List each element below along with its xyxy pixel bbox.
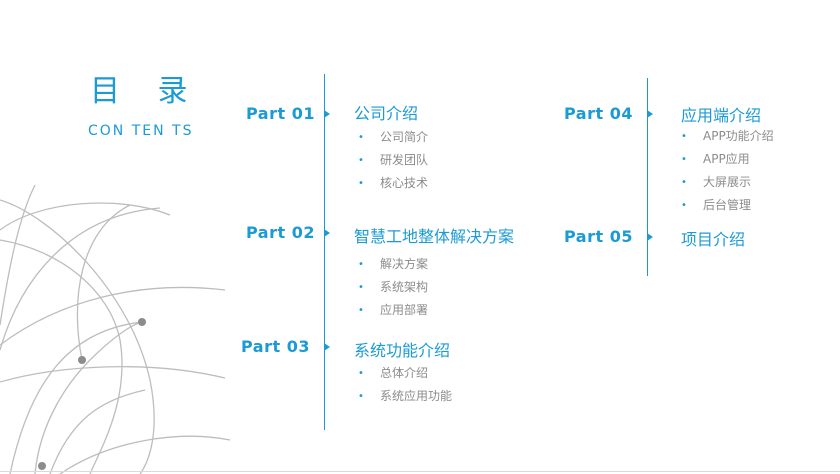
list-item: •研发团队 xyxy=(358,149,428,172)
decor-curve xyxy=(0,199,155,474)
list-item: •系统应用功能 xyxy=(358,385,452,408)
section-items-03: •总体介绍 •系统应用功能 xyxy=(358,362,452,408)
section-title-01[interactable]: 公司介绍 xyxy=(354,104,419,123)
bullet-icon: • xyxy=(358,282,364,293)
list-item: •APP功能介绍 xyxy=(681,125,774,148)
page-title: 目 录 xyxy=(90,74,202,109)
decor-curve xyxy=(49,389,146,474)
list-item: •解决方案 xyxy=(358,253,428,276)
bullet-icon: • xyxy=(681,177,687,188)
arrow-icon xyxy=(647,233,653,241)
bullet-icon: • xyxy=(358,178,364,189)
bullet-icon: • xyxy=(681,200,687,211)
list-item: •核心技术 xyxy=(358,172,428,195)
part-label-01: Part 01 xyxy=(246,104,315,123)
arrow-icon xyxy=(324,229,330,237)
bullet-icon: • xyxy=(681,131,687,142)
decor-curve xyxy=(34,321,143,474)
section-title-05[interactable]: 项目介绍 xyxy=(681,230,746,249)
decor-curve xyxy=(9,321,143,474)
divider-left xyxy=(324,74,325,430)
decor-curve xyxy=(0,239,123,474)
list-item: •APP应用 xyxy=(681,148,774,171)
section-title-04[interactable]: 应用端介绍 xyxy=(681,106,762,125)
list-item: •后台管理 xyxy=(681,194,774,217)
bullet-icon: • xyxy=(358,259,364,270)
decorative-curves xyxy=(0,184,231,474)
decor-node xyxy=(78,356,86,364)
section-items-04: •APP功能介绍 •APP应用 •大屏展示 •后台管理 xyxy=(681,125,774,217)
decor-curve xyxy=(0,207,161,351)
list-item: •应用部署 xyxy=(358,299,428,322)
section-title-02[interactable]: 智慧工地整体解决方案 xyxy=(354,227,515,246)
part-label-02: Part 02 xyxy=(246,223,315,242)
arrow-icon xyxy=(324,343,330,351)
list-item: •大屏展示 xyxy=(681,171,774,194)
bullet-icon: • xyxy=(358,391,364,402)
decor-curve xyxy=(59,435,231,474)
decor-node xyxy=(38,462,46,470)
decor-curve xyxy=(0,366,226,383)
section-items-02: •解决方案 •系统架构 •应用部署 xyxy=(358,253,428,322)
arrow-icon xyxy=(647,110,653,118)
list-item: •公司简介 xyxy=(358,126,428,149)
part-label-04: Part 04 xyxy=(564,104,633,123)
decor-node xyxy=(138,318,146,326)
decor-curve xyxy=(76,204,131,361)
section-title-03[interactable]: 系统功能介绍 xyxy=(354,341,451,360)
bullet-icon: • xyxy=(358,155,364,166)
part-label-05: Part 05 xyxy=(564,227,633,246)
list-item: •总体介绍 xyxy=(358,362,452,385)
list-item: •系统架构 xyxy=(358,276,428,299)
bottom-divider xyxy=(0,471,840,472)
decor-curve xyxy=(0,286,226,346)
arrow-icon xyxy=(324,110,330,118)
bullet-icon: • xyxy=(358,305,364,316)
decor-curve xyxy=(0,184,36,326)
bullet-icon: • xyxy=(358,132,364,143)
section-items-01: •公司简介 •研发团队 •核心技术 xyxy=(358,126,428,195)
bullet-icon: • xyxy=(358,368,364,379)
bullet-icon: • xyxy=(681,154,687,165)
page-subtitle: CON TEN TS xyxy=(88,123,194,139)
part-label-03: Part 03 xyxy=(241,337,310,356)
divider-right xyxy=(647,78,648,276)
